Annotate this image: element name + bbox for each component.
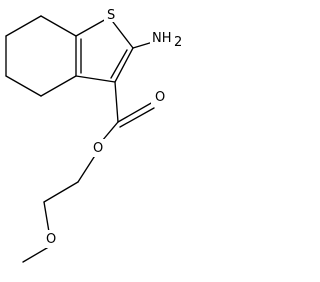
bond-ch2-ch2 bbox=[43, 181, 79, 203]
amine-subscript: 2 bbox=[174, 35, 182, 50]
bond-c3-carbonyl-carbon bbox=[114, 81, 119, 123]
bond-ch2-ether-oxygen bbox=[43, 201, 50, 233]
bond-c7a-c7 bbox=[40, 15, 77, 37]
bond-c7a-s bbox=[75, 17, 109, 37]
bond-ester-oxygen-ch2 bbox=[77, 153, 97, 183]
ester-oxygen-label-background bbox=[89, 139, 105, 157]
sulfur-label: S bbox=[107, 8, 115, 23]
cyclohexane-ring bbox=[5, 15, 77, 97]
amine-label-background bbox=[150, 28, 180, 48]
chemical-structure-diagram: S NH 2 O O O bbox=[5, 4, 183, 263]
bond-c2-c3 bbox=[114, 47, 134, 83]
substituents bbox=[22, 41, 155, 263]
thiophene-ring bbox=[75, 17, 134, 83]
bond-c2-c3-double bbox=[110, 49, 128, 79]
bond-c2-n bbox=[132, 41, 154, 49]
bond-carbonyl-double-2 bbox=[119, 107, 155, 128]
amine-label: NH bbox=[152, 31, 172, 46]
sulfur-label-background bbox=[104, 4, 118, 22]
bond-carbonyl-ester-oxygen bbox=[101, 121, 119, 142]
carbonyl-oxygen-label: O bbox=[155, 90, 165, 105]
bond-c3-c3a bbox=[75, 75, 116, 83]
bond-c7-c6 bbox=[5, 15, 42, 37]
ester-oxygen-label: O bbox=[93, 141, 103, 156]
carbonyl-oxygen-label-background bbox=[151, 88, 167, 106]
bond-s-c2 bbox=[112, 21, 134, 49]
bond-c4-c3a bbox=[40, 75, 77, 97]
bond-carbonyl-double-1 bbox=[117, 101, 154, 123]
ether-oxygen-label-background bbox=[42, 230, 58, 248]
atom-labels: S NH 2 O O O bbox=[42, 4, 182, 248]
bond-c5-c4 bbox=[5, 75, 42, 97]
ether-oxygen-label: O bbox=[46, 232, 56, 247]
